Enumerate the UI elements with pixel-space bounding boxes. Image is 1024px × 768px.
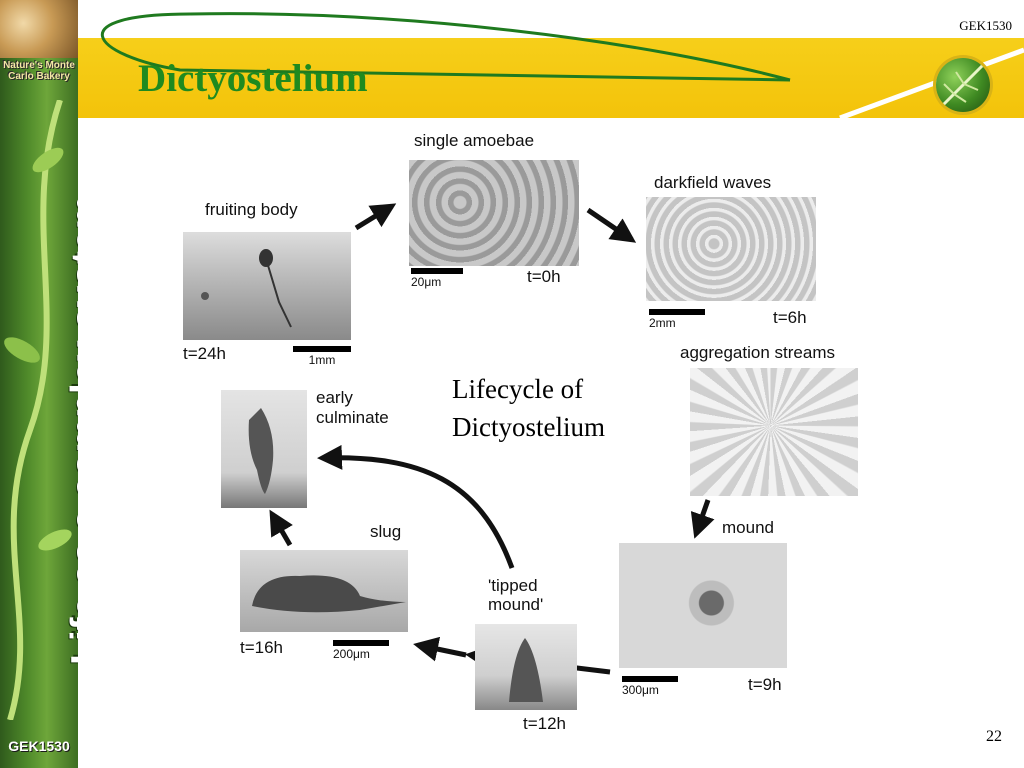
scale-bar-darkfield-waves: 2mm [649, 309, 705, 330]
scale-text-single-amoebae: 20μm [411, 275, 442, 289]
stage-label-darkfield-waves: darkfield waves [654, 173, 772, 192]
diagram-caption: Lifecycle of Dictyostelium [452, 374, 605, 442]
stage-time-mound: t=9h [748, 675, 782, 694]
vine-illustration [4, 100, 72, 720]
scale-bar-mound: 300μm [622, 676, 678, 697]
early-culminate-image [221, 390, 307, 508]
stage-label-slug: slug [370, 522, 402, 541]
scale-text-slug: 200μm [333, 647, 370, 661]
stage-label-aggregation-streams: aggregation streams [680, 343, 835, 362]
scale-text-fruiting-body: 1mm [308, 353, 336, 367]
page-number: 22 [986, 728, 1002, 745]
arrow-slug-to-culminate [269, 509, 293, 547]
mound-image [619, 543, 787, 668]
stage-label-early-culminate: early culminate [316, 388, 389, 427]
stage-time-single-amoebae: t=0h [527, 267, 561, 286]
slug-image [240, 550, 408, 632]
stage-time-darkfield-waves: t=6h [773, 308, 807, 327]
single-amoebae-image [409, 160, 579, 266]
scale-bar-single-amoebae: 20μm [411, 268, 463, 289]
scale-bar-fruiting-body: 1mm [293, 346, 351, 367]
stage-time-tipped-mound: t=12h [523, 714, 567, 733]
stage-label-fruiting-body: fruiting body [205, 200, 298, 219]
scale-bar-slug: 200μm [333, 640, 389, 661]
stage-label-mound: mound [722, 518, 774, 537]
arrow-tipped-to-slug [413, 636, 467, 662]
slide-title: Dictyostelium [138, 57, 368, 100]
leaf-icon [936, 58, 990, 112]
tipped-mound-image [475, 624, 577, 710]
stage-time-fruiting-body: t=24h [183, 344, 227, 363]
arrow-streams-to-mound [690, 499, 715, 539]
sidebar-brand-logo: Nature's Monte Carlo Bakery [3, 60, 75, 82]
arrow-amoebae-to-waves [586, 207, 637, 243]
scale-text-mound: 300μm [622, 683, 659, 697]
arrow-fruiting-to-amoebae [354, 203, 397, 231]
fruiting-body-image [183, 232, 351, 340]
arrow-tipped-to-culminate [317, 444, 515, 569]
stage-label-tipped-mound: 'tipped mound' [488, 576, 544, 614]
scale-text-darkfield-waves: 2mm [649, 316, 676, 330]
sidebar-footer-code: GEK1530 [8, 738, 70, 754]
aggregation-streams-image [690, 368, 858, 496]
darkfield-waves-image [646, 197, 816, 301]
stage-label-single-amoebae: single amoebae [414, 131, 535, 150]
course-code: GEK1530 [959, 18, 1012, 33]
bakery-photo [0, 0, 78, 58]
stage-time-slug: t=16h [240, 638, 284, 657]
sidebar: Nature's Monte Carlo Bakery Life as a co… [0, 0, 78, 768]
